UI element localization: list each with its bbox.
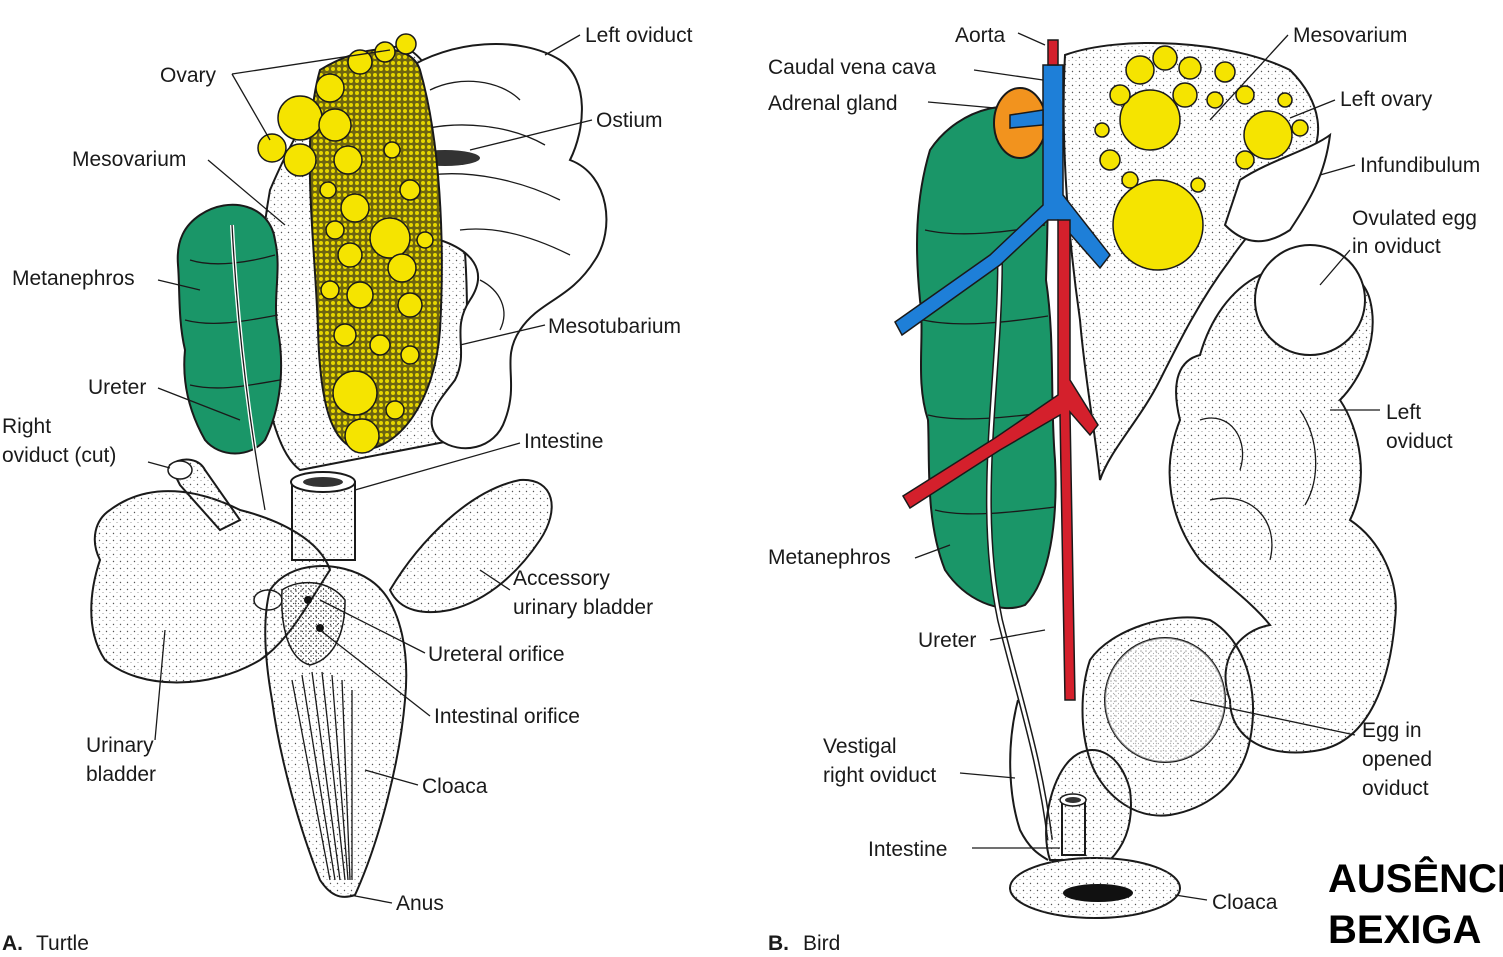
turtle-cloaca bbox=[265, 566, 406, 897]
label-intestine-b: Intestine bbox=[868, 838, 947, 861]
note-line1: AUSÊNCIA bbox=[1328, 855, 1503, 901]
panel-a-letter: A. bbox=[2, 932, 23, 955]
label-left-oviduct-b-line2: oviduct bbox=[1386, 430, 1453, 453]
panel-b-bird: Aorta Caudal vena cava Adrenal gland Mes… bbox=[768, 24, 1480, 955]
label-left-oviduct-a: Left oviduct bbox=[585, 24, 693, 47]
label-vestigal-line2: right oviduct bbox=[823, 764, 936, 787]
label-ovulated-line1: Ovulated egg bbox=[1352, 207, 1477, 230]
label-ovulated-line2: in oviduct bbox=[1352, 235, 1441, 258]
label-infundibulum: Infundibulum bbox=[1360, 154, 1480, 177]
label-egg-line2: opened bbox=[1362, 748, 1432, 771]
label-accessory-line1: Accessory bbox=[513, 567, 610, 590]
label-mesovarium-a: Mesovarium bbox=[72, 148, 186, 171]
label-right-oviduct-line1: Right bbox=[2, 415, 51, 438]
label-ureter-b: Ureter bbox=[918, 629, 976, 652]
panel-a-turtle: Left oviduct Ovary Ostium Mesovarium Met… bbox=[2, 24, 693, 955]
label-right-oviduct-line2: oviduct (cut) bbox=[2, 444, 116, 467]
label-mesovarium-b: Mesovarium bbox=[1293, 24, 1407, 47]
label-metanephros-b: Metanephros bbox=[768, 546, 891, 569]
label-ovary: Ovary bbox=[160, 64, 217, 87]
label-cloaca-b: Cloaca bbox=[1212, 891, 1278, 914]
label-mesotubarium: Mesotubarium bbox=[548, 315, 681, 338]
label-caudal-vena-cava: Caudal vena cava bbox=[768, 56, 936, 79]
label-vestigal-line1: Vestigal bbox=[823, 735, 897, 758]
turtle-accessory-bladder bbox=[390, 480, 552, 612]
label-urinary-line2: bladder bbox=[86, 763, 156, 786]
label-intestine-a: Intestine bbox=[524, 430, 603, 453]
note-line2: BEXIGA bbox=[1328, 908, 1481, 952]
turtle-intestine bbox=[291, 472, 355, 560]
label-ureter-a: Ureter bbox=[88, 376, 146, 399]
label-left-ovary: Left ovary bbox=[1340, 88, 1433, 111]
label-metanephros-a: Metanephros bbox=[12, 267, 135, 290]
panel-b-name: Bird bbox=[803, 932, 840, 955]
panel-a-name: Turtle bbox=[36, 932, 89, 955]
label-urinary-line1: Urinary bbox=[86, 734, 154, 757]
label-cloaca-a: Cloaca bbox=[422, 775, 488, 798]
label-ureteral-orifice: Ureteral orifice bbox=[428, 643, 565, 666]
label-accessory-line2: urinary bladder bbox=[513, 596, 653, 619]
label-anus: Anus bbox=[396, 892, 444, 915]
label-ostium: Ostium bbox=[596, 109, 663, 132]
label-aorta: Aorta bbox=[955, 24, 1006, 47]
label-intestinal-orifice: Intestinal orifice bbox=[434, 705, 580, 728]
panel-b-letter: B. bbox=[768, 932, 789, 955]
bird-intestine bbox=[1060, 794, 1086, 855]
label-egg-line3: oviduct bbox=[1362, 777, 1429, 800]
label-egg-line1: Egg in bbox=[1362, 719, 1422, 742]
bird-metanephros bbox=[917, 107, 1056, 608]
label-left-oviduct-b-line1: Left bbox=[1386, 401, 1421, 424]
label-adrenal-gland: Adrenal gland bbox=[768, 92, 898, 115]
